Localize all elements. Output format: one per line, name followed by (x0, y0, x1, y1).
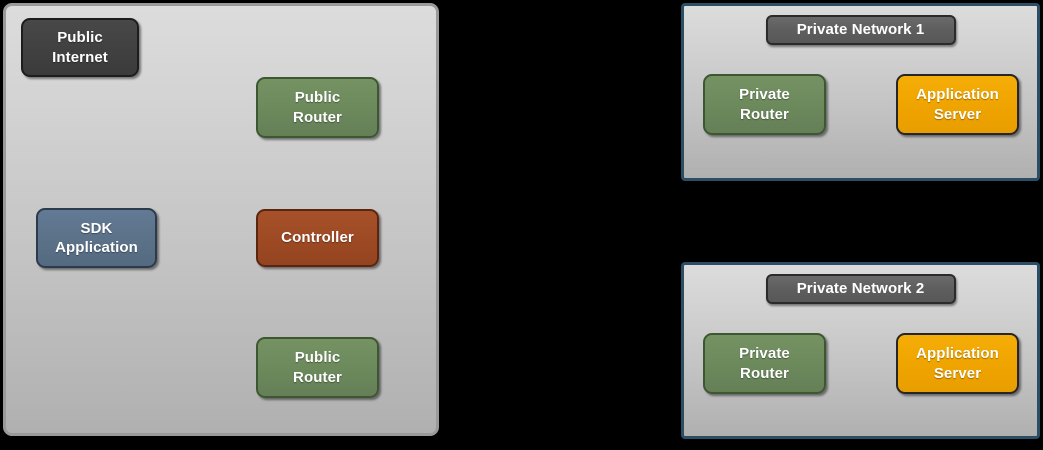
node-sdk-application[interactable]: SDK Application (36, 208, 157, 268)
private-network-2-badge: Private Network 2 (765, 274, 956, 304)
node-controller[interactable]: Controller (256, 209, 379, 267)
node-public-router-bottom[interactable]: Public Router (256, 337, 379, 398)
public-zone-panel[interactable]: Public Internet Public Router SDK Applic… (3, 3, 439, 436)
node-public-router-top[interactable]: Public Router (256, 77, 379, 138)
node-application-server-2[interactable]: Application Server (896, 333, 1019, 394)
private-network-1-panel[interactable]: Private Network 1 Private Router Applica… (681, 3, 1040, 181)
private-network-2-panel[interactable]: Private Network 2 Private Router Applica… (681, 262, 1040, 439)
node-public-internet[interactable]: Public Internet (21, 18, 139, 77)
node-private-router-1[interactable]: Private Router (703, 74, 826, 135)
node-application-server-1[interactable]: Application Server (896, 74, 1019, 135)
node-private-router-2[interactable]: Private Router (703, 333, 826, 394)
private-network-1-badge: Private Network 1 (765, 15, 956, 45)
